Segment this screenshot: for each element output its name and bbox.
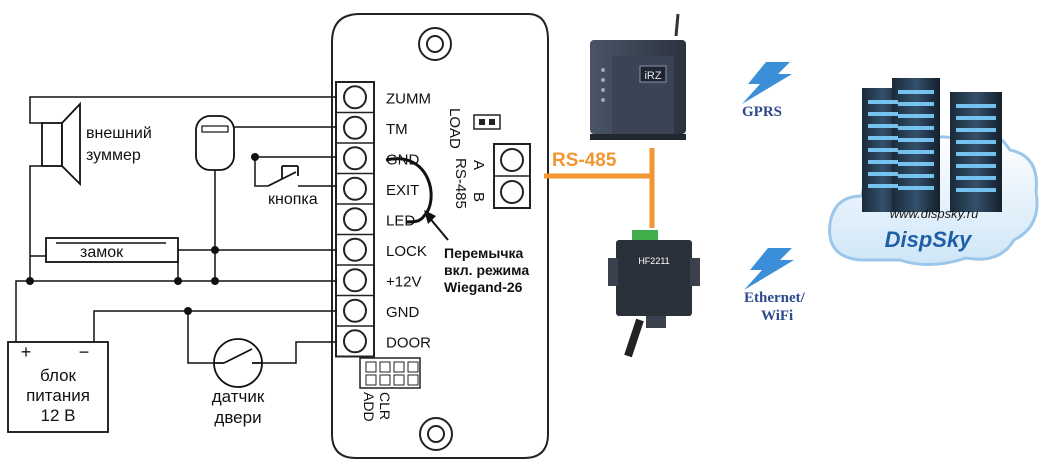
- ethernet-label-line1: Ethernet/: [744, 290, 806, 306]
- converter-model: HF2211: [638, 256, 669, 266]
- psu-line2: питания: [26, 386, 90, 405]
- lock-label: замок: [80, 244, 124, 261]
- ethernet-label-line2: WiFi: [761, 308, 793, 324]
- terminal-screw: [343, 207, 367, 232]
- exit-button-icon: [267, 165, 299, 187]
- wire-nodes: [26, 153, 259, 315]
- cloud-url: www.dispsky.ru: [890, 206, 979, 221]
- speaker-icon: [41, 101, 81, 187]
- mount-hole-bottom: [419, 417, 453, 451]
- psu-minus: −: [79, 342, 90, 362]
- gprs-label: GPRS: [742, 104, 782, 120]
- lock-icon: [45, 237, 179, 263]
- modem-logo: iRZ: [644, 70, 661, 82]
- jumper-arrow: [424, 210, 449, 241]
- server-rack-icon: [862, 78, 1002, 212]
- power-supply: + − блок питания 12 В: [7, 341, 109, 433]
- terminal-screw: [343, 329, 367, 354]
- terminal-label: GND: [386, 304, 420, 321]
- wires: [15, 96, 337, 364]
- mount-hole-top: [418, 27, 452, 61]
- terminal-screw: [343, 237, 367, 262]
- terminal-screw: [343, 85, 367, 110]
- rs485-bus: [544, 148, 655, 228]
- terminal-label: TM: [386, 121, 408, 138]
- dip-clr-label: CLR: [377, 392, 393, 420]
- cloud-brand: DispSky: [885, 227, 974, 252]
- door-sensor-label-line2: двери: [214, 408, 261, 427]
- terminal-screw: [343, 176, 367, 201]
- terminal-screw: [343, 115, 367, 140]
- terminal-label: +12V: [386, 273, 421, 290]
- door-sensor-label-line1: датчик: [212, 387, 265, 406]
- psu-plus: +: [21, 342, 32, 362]
- terminal-label: LOCK: [386, 243, 427, 260]
- jumper-note-line3: Wiegand-26: [444, 279, 523, 295]
- load-jumper: LOAD: [446, 108, 501, 149]
- button-label: кнопка: [268, 191, 318, 208]
- ethernet-lightning-icon: [744, 248, 794, 290]
- psu-line1: блок: [40, 366, 77, 385]
- rs485-a-label: A: [470, 160, 487, 170]
- terminal-screw: [343, 298, 367, 323]
- gprs-modem-icon: iRZ: [590, 13, 686, 140]
- buzzer-label-line2: зуммер: [86, 147, 141, 164]
- dip-switches: ADD CLR: [359, 357, 421, 422]
- rs485-b-label: B: [470, 192, 487, 202]
- buzzer-label-line1: внешний: [86, 125, 152, 142]
- rs485-terminal-label: RS-485: [452, 158, 469, 209]
- tm-reader-icon: [195, 115, 235, 171]
- psu-line3: 12 В: [41, 406, 76, 425]
- terminal-label: EXIT: [386, 182, 419, 199]
- gprs-lightning-icon: [742, 62, 792, 104]
- terminal-label: DOOR: [386, 334, 431, 351]
- ethernet-converter-icon: HF2211: [608, 230, 700, 358]
- jumper-note-line2: вкл. режима: [444, 262, 529, 278]
- terminal-label: ZUMM: [386, 90, 431, 107]
- rs485-bus-label: RS-485: [552, 150, 617, 171]
- terminal-screw: [343, 268, 367, 293]
- load-label: LOAD: [446, 108, 463, 149]
- terminal-screw: [343, 146, 367, 171]
- jumper-note-line1: Перемычка: [444, 245, 523, 261]
- rs485-terminal: A B RS-485: [452, 143, 531, 209]
- dip-add-label: ADD: [361, 392, 377, 422]
- terminal-label: LED: [386, 212, 415, 229]
- jumper-note: Перемычка вкл. режима Wiegand-26: [444, 245, 529, 295]
- door-sensor-icon: [213, 338, 263, 388]
